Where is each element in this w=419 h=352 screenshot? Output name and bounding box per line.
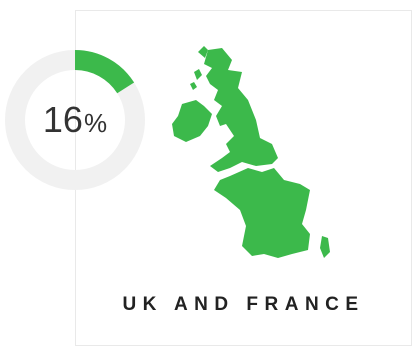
- progress-ring-fill: [5, 50, 145, 190]
- uk-france-map-icon: [172, 46, 330, 258]
- percentage-symbol: %: [83, 108, 108, 138]
- percentage-value: 16: [42, 99, 83, 140]
- progress-ring: [5, 50, 145, 190]
- percentage-label: 16 %: [5, 50, 145, 190]
- region-title: UK AND FRANCE: [122, 294, 365, 315]
